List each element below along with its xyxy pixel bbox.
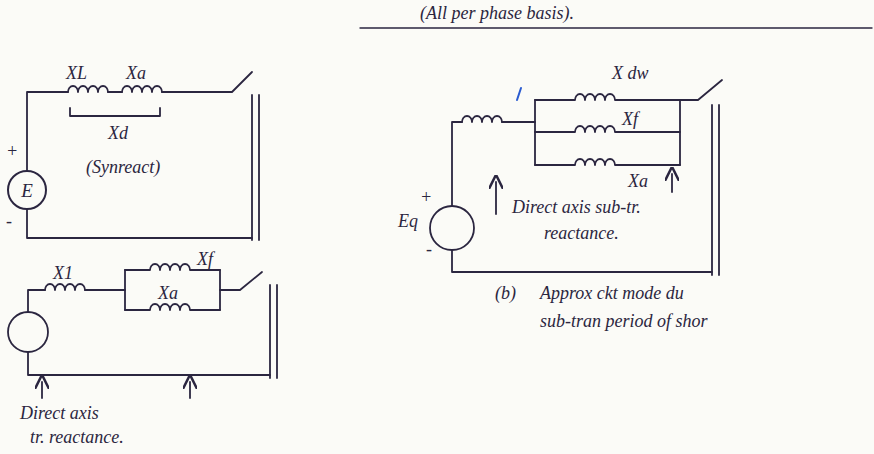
handwritten-label: Direct axis sub-tr. <box>512 198 641 216</box>
handwritten-label: (b) <box>495 284 516 302</box>
handwritten-label: XL <box>66 64 87 82</box>
handwritten-label: sub-tran period of shor <box>540 312 708 330</box>
handwritten-label: Xf <box>622 110 638 128</box>
handwritten-label: - <box>6 212 12 230</box>
handwritten-label: Direct axis <box>20 404 99 422</box>
handwritten-label: X dw <box>612 64 649 82</box>
handwritten-label: (Synreact) <box>86 158 160 176</box>
handwritten-label: reactance. <box>544 224 619 242</box>
source-label: E <box>21 181 33 200</box>
handwritten-label: - <box>426 240 432 258</box>
handwritten-label: tr. reactance. <box>30 428 124 446</box>
handwritten-label: Xa <box>126 64 146 82</box>
handwritten-label: X1 <box>53 264 73 282</box>
handwritten-label: Approx ckt mode du <box>540 284 684 302</box>
handwritten-label: (All per phase basis). <box>420 4 574 22</box>
handwritten-label: + <box>6 142 18 160</box>
handwritten-label: + <box>420 188 432 206</box>
handwritten-label: Eq <box>398 212 418 230</box>
handwritten-label: Xf <box>197 250 213 268</box>
handwritten-label: Xa <box>628 172 648 190</box>
handwritten-label: Xd <box>108 124 128 142</box>
handwritten-label: Xa <box>158 284 178 302</box>
source-circle: E <box>7 170 47 210</box>
